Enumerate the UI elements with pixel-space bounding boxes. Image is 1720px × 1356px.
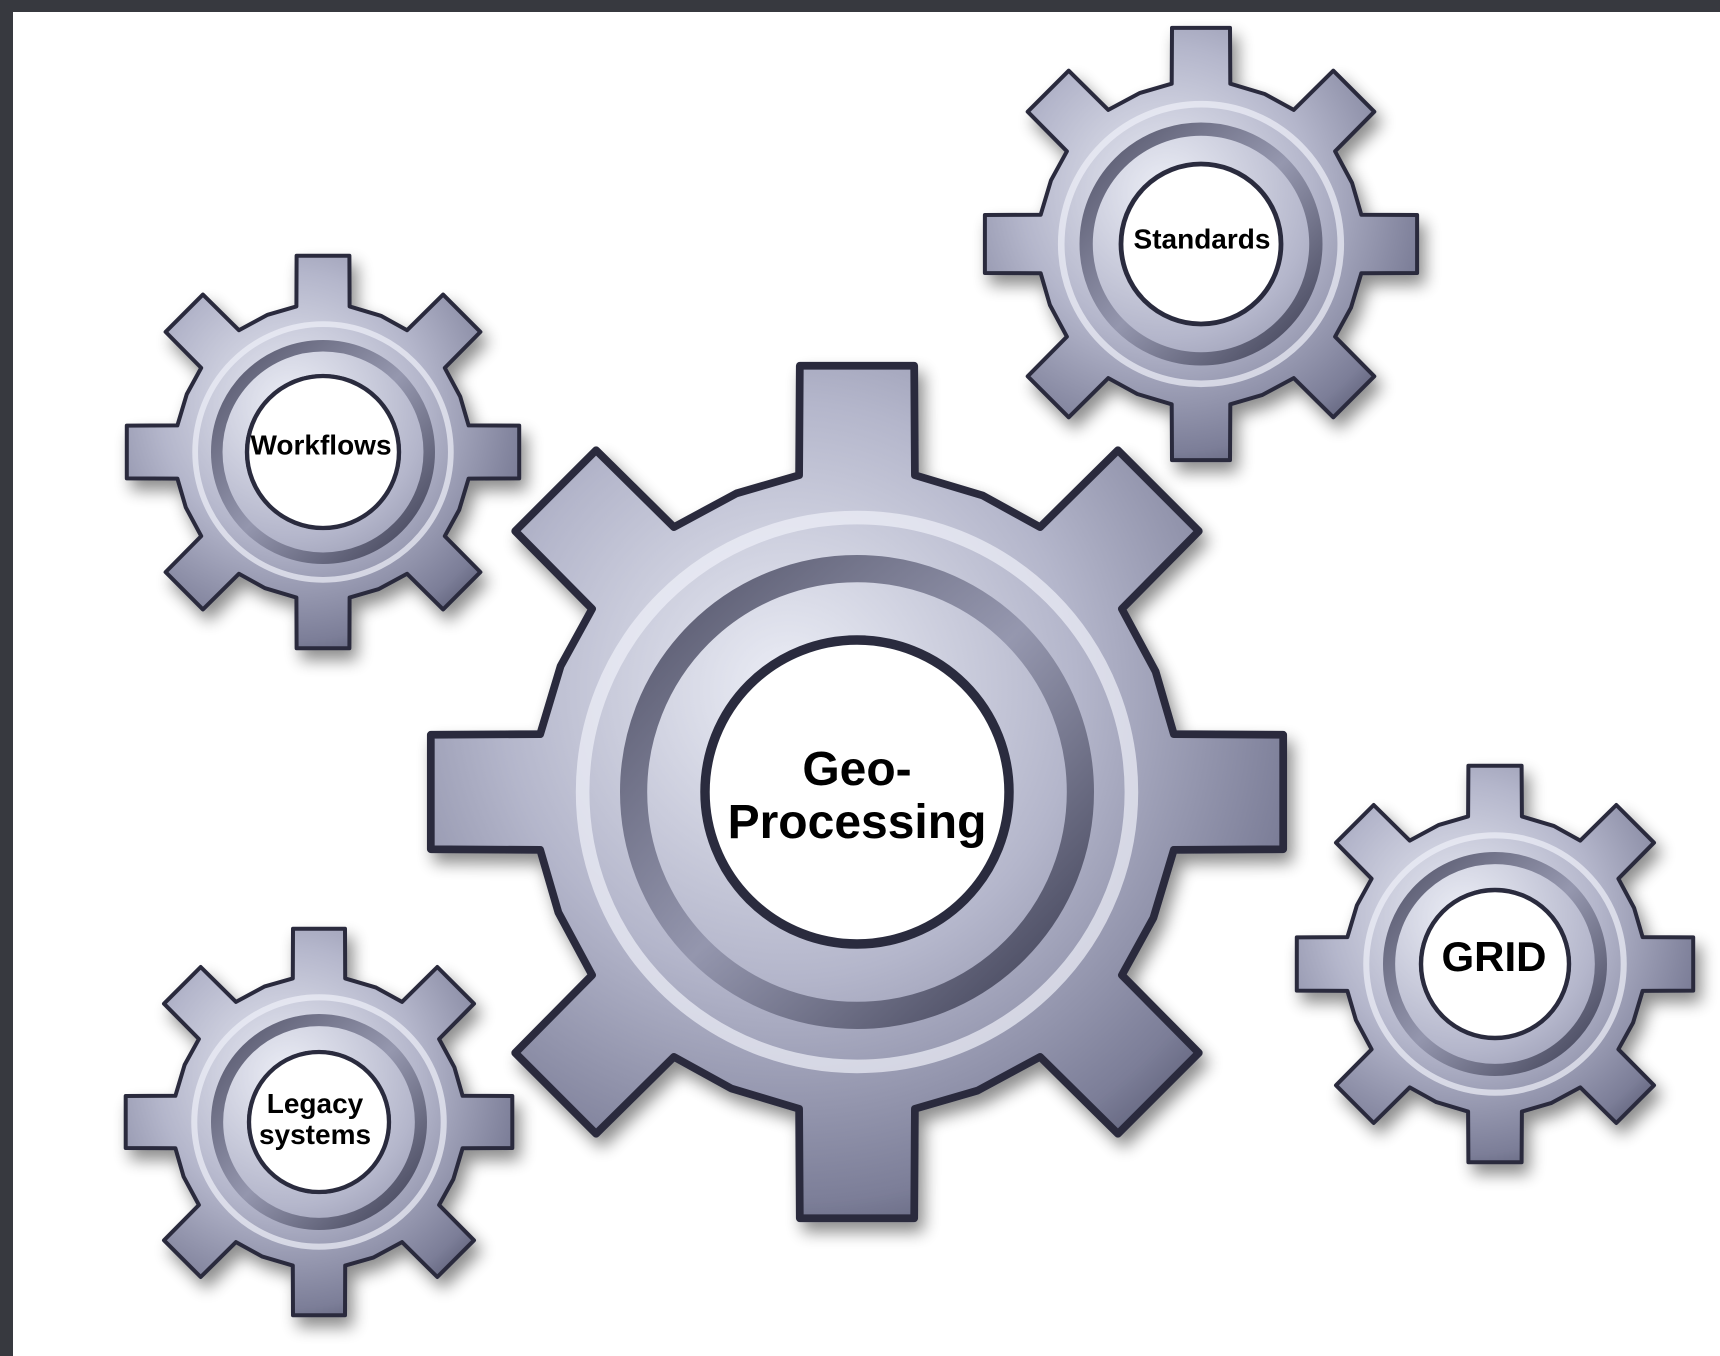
gear-label-line: Processing	[727, 796, 987, 849]
gear-hole	[244, 373, 402, 531]
gear-label-geo-processing: Geo- Processing	[727, 743, 987, 850]
gear-label-line: Standards	[1133, 223, 1271, 255]
gear-hole	[246, 1049, 392, 1195]
gear-hole	[700, 635, 1014, 949]
gear-legacy-systems	[123, 926, 515, 1318]
gear-standards	[982, 25, 1420, 463]
gear-highlight	[191, 994, 447, 1250]
gear-ring	[619, 554, 1094, 1029]
gear-label-line: Legacy	[266, 1088, 364, 1120]
gear-geo-processing	[426, 361, 1288, 1223]
gear-highlight	[192, 321, 454, 583]
slide-canvas: Geo- Processing Standards Workflows GRID…	[13, 12, 1720, 1356]
gear-label-workflows: Workflows	[250, 429, 392, 462]
gear-ring	[211, 340, 436, 565]
gear-highlight	[1057, 100, 1345, 388]
gear-label-line: systems	[258, 1119, 372, 1150]
gear-workflows	[124, 253, 522, 651]
gear-label-line: Workflows	[250, 429, 392, 461]
gear-label-standards: Standards	[1133, 223, 1271, 256]
gear-label-line: Geo-	[802, 743, 912, 797]
gear-label-line: GRID	[1441, 932, 1547, 980]
gear-hole	[1118, 161, 1284, 327]
gear-label-legacy-systems: Legacy systems	[258, 1088, 372, 1151]
gear-hole	[1418, 887, 1572, 1041]
gear-grid	[1294, 763, 1696, 1165]
gear-label-grid: GRID	[1441, 932, 1547, 980]
gear-highlight	[1363, 832, 1627, 1096]
gear-ring	[1382, 852, 1607, 1077]
gears-diagram	[123, 25, 1696, 1318]
gear-highlight	[575, 510, 1139, 1074]
gear-ring	[1079, 122, 1323, 366]
gear-ring	[211, 1014, 427, 1231]
